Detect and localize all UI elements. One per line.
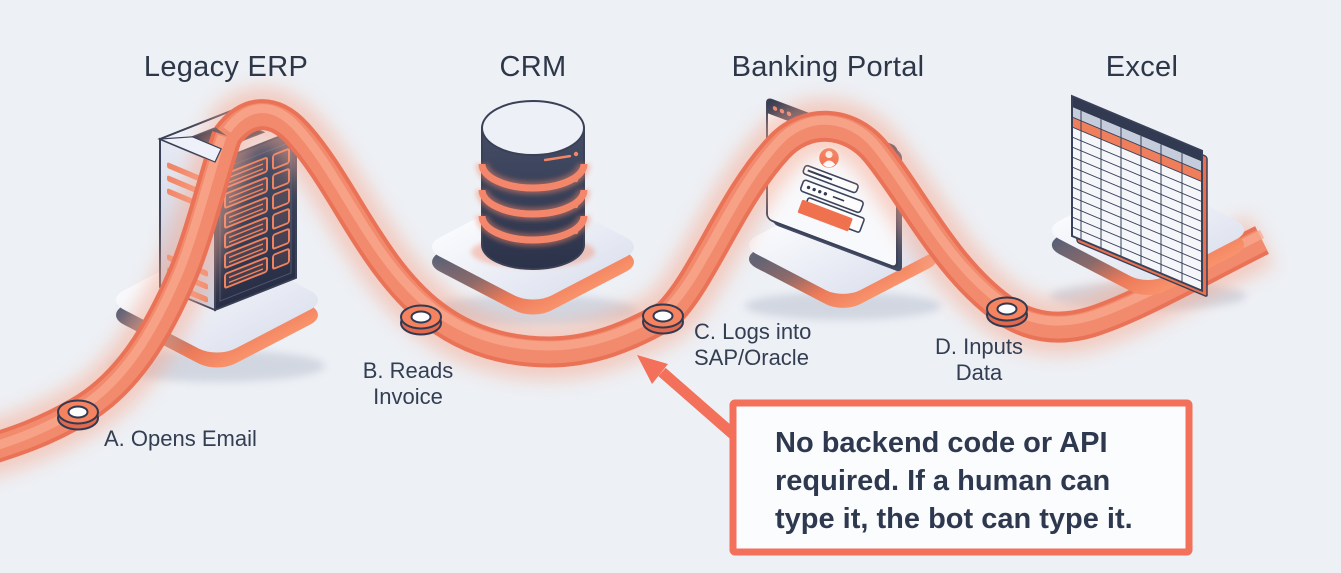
- excel-illustration: [1051, 94, 1245, 297]
- label-excel: Excel: [1106, 51, 1178, 83]
- callout-arrow-icon: [637, 355, 746, 447]
- spreadsheet-accent-row: [1072, 116, 1202, 182]
- waypoint-markers: [57, 296, 1028, 431]
- step-label-d-line2: Data: [956, 360, 1003, 385]
- database-disk-leds: [543, 151, 579, 240]
- database-stack-icon: [475, 100, 591, 270]
- automation-path: [0, 86, 1275, 476]
- step-label-b-line2: Invoice: [373, 384, 443, 409]
- waypoint-marker-c: [642, 303, 684, 335]
- spreadsheet-icon: [1071, 94, 1208, 297]
- server-rack-units: [224, 148, 290, 289]
- waypoint-marker-a: [57, 399, 99, 431]
- login-button: [797, 197, 865, 233]
- callout-line1: No backend code or API: [775, 427, 1108, 459]
- step-label-c-line1: C. Logs into: [694, 319, 811, 344]
- username-field: [802, 164, 859, 194]
- spreadsheet-header-row: [1072, 106, 1202, 172]
- callout-box: No backend code or API required. If a hu…: [729, 399, 1193, 556]
- waypoint-marker-d: [986, 296, 1028, 328]
- crm-illustration: [432, 100, 634, 315]
- label-crm: CRM: [500, 51, 567, 83]
- waypoint-marker-b: [400, 304, 442, 336]
- step-label-b-line1: B. Reads: [363, 358, 454, 383]
- spreadsheet-title-bar: [1072, 95, 1202, 162]
- password-field: [799, 179, 864, 214]
- server-top-patch: [159, 136, 223, 163]
- step-label-a: A. Opens Email: [104, 426, 257, 451]
- callout-line2: required. If a human can: [775, 465, 1110, 497]
- callout-line3: type it, the bot can type it.: [775, 503, 1133, 535]
- database-disk-gaps: [475, 163, 591, 247]
- step-label-d-line1: D. Inputs: [935, 334, 1023, 359]
- banking-portal-illustration: [748, 98, 938, 308]
- step-label-c-line2: SAP/Oracle: [694, 345, 809, 370]
- label-legacy-erp: Legacy ERP: [144, 51, 308, 83]
- label-banking-portal: Banking Portal: [732, 51, 925, 83]
